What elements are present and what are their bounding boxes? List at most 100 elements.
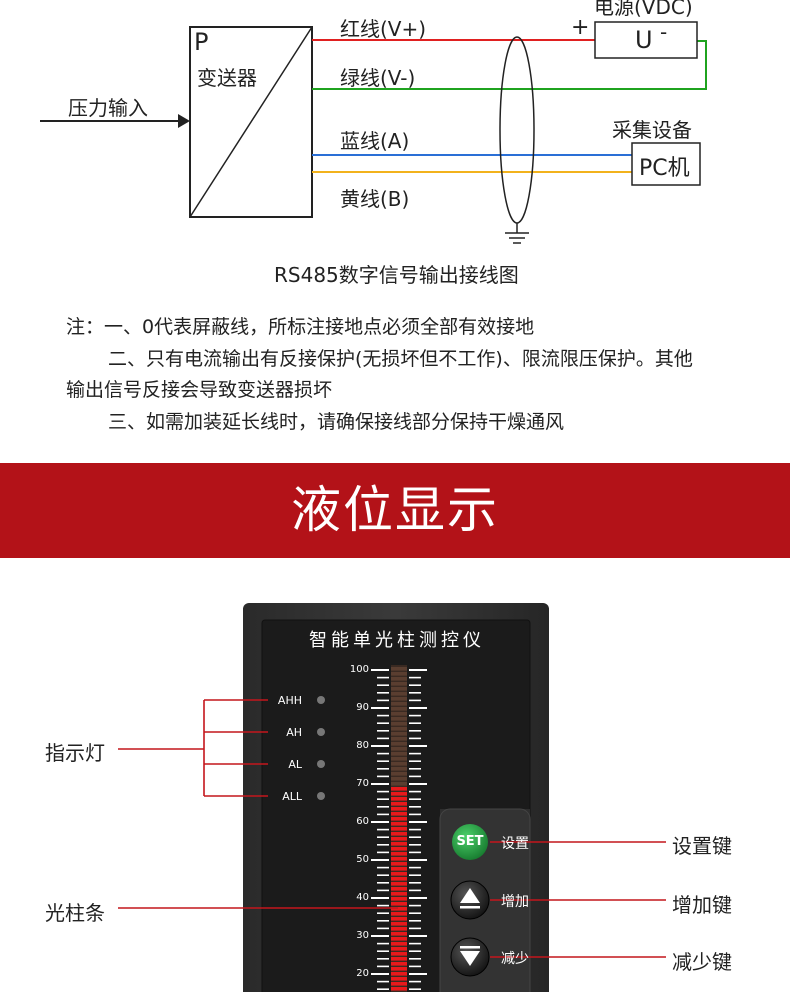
red-wire-label: 红线(V+) [340,17,427,41]
bar-segment [391,892,407,896]
shield-ellipse [499,36,535,224]
bar-segment [391,862,407,866]
bar-segment [391,832,407,836]
bar-segment [391,757,407,761]
led-all [317,792,325,800]
bar-scale-ticks [371,669,427,991]
green-wire [312,40,707,90]
pc-label: PC机 [639,156,690,181]
blue-wire-label: 蓝线(A) [340,129,410,153]
bar-segment [391,707,407,711]
bar-segment [391,667,407,671]
set-button-shape [452,824,488,860]
bar-segment [391,977,407,981]
bar-segment [391,797,407,801]
bar-segment [391,982,407,986]
note-line-1: 注：一、0代表屏蔽线，所标注接地点必须全部有效接地 [66,316,535,338]
green-wire-label: 绿线(V-) [340,66,416,90]
indicator-label-all: ALL [282,790,302,803]
scale-label: 90 [356,702,369,713]
bar-segment [391,957,407,961]
bar-segment [391,922,407,926]
bar-segment [391,857,407,861]
bar-segment [391,802,407,806]
down-arrow-icon [460,951,480,966]
note-line-2: 二、只有电流输出有反接保护(无损坏但不工作)、限流限压保护。其他 [108,348,693,370]
bar-segment [391,882,407,886]
callout-bar: 光柱条 [45,901,105,925]
bar-segment [391,767,407,771]
wiring-lines [40,21,707,244]
bar-segment [391,867,407,871]
bar-segment [391,677,407,681]
bar-segment [391,732,407,736]
bar-segment [391,887,407,891]
scale-label: 80 [356,740,369,751]
down-label: 减少 [501,951,529,967]
bar-segment [391,877,407,881]
bar-segment [391,777,407,781]
bar-segment [391,917,407,921]
bar-segment [391,907,407,911]
note-line-4: 三、如需加装延长线时，请确保接线部分保持干燥通风 [108,411,565,433]
bar-segment [391,897,407,901]
callout-indicator-lights: 指示灯 [45,741,105,765]
transmitter-box [189,26,313,218]
section-banner: 液位显示 [0,463,790,558]
bar-segment [391,932,407,936]
bar-fill [391,667,407,991]
bar-segment [391,742,407,746]
input-arrow-head [178,114,190,128]
bar-segment [391,827,407,831]
device-svg [118,603,666,992]
callout-down-key: 减少键 [672,950,732,974]
pc-box [631,142,701,186]
bar-segment [391,692,407,696]
indicator-label-al: AL [288,758,302,771]
bar-segment [391,987,407,991]
bar-segment [391,792,407,796]
power-label: 电源(VDC) [594,0,693,19]
transmitter-label: 变送器 [197,66,257,90]
up-button[interactable] [451,881,489,919]
wiring-caption: RS485数字信号输出接线图 [274,263,519,287]
bar-segment [391,787,407,791]
callout-set-key: 设置键 [672,834,732,858]
up-arrow-icon [460,888,480,903]
bar-segment [391,927,407,931]
note-line-3: 输出信号反接会导致变送器损坏 [66,379,333,401]
set-button[interactable]: SET [456,834,484,849]
scale-label: 20 [356,968,369,979]
bar-segment [391,697,407,701]
bar-segment [391,902,407,906]
led-ah [317,728,325,736]
bar-segment [391,782,407,786]
bar-segment [391,872,407,876]
bar-segment [391,717,407,721]
bar-segment [391,722,407,726]
down-button[interactable] [451,938,489,976]
scale-label: 40 [356,892,369,903]
bar-segment [391,812,407,816]
bar-segment [391,817,407,821]
bar-segment [391,967,407,971]
transmitter-letter: P [194,28,209,56]
scale-label: 60 [356,816,369,827]
power-minus: - [660,20,668,44]
bar-segment [391,807,407,811]
bar-segment [391,682,407,686]
bar-segment [391,752,407,756]
bar-segment [391,687,407,691]
bar-segment [391,962,407,966]
bar-segment [391,952,407,956]
callout-up-key: 增加键 [672,893,732,917]
bar-segment [391,702,407,706]
pressure-input-label: 压力输入 [68,96,148,120]
bar-segment [391,672,407,676]
bar-segment [391,937,407,941]
power-box [594,21,698,59]
indicator-label-ah: AH [286,726,302,739]
power-plus: + [571,15,590,40]
transmitter-diagonal [189,26,313,218]
power-u: U [635,26,653,54]
